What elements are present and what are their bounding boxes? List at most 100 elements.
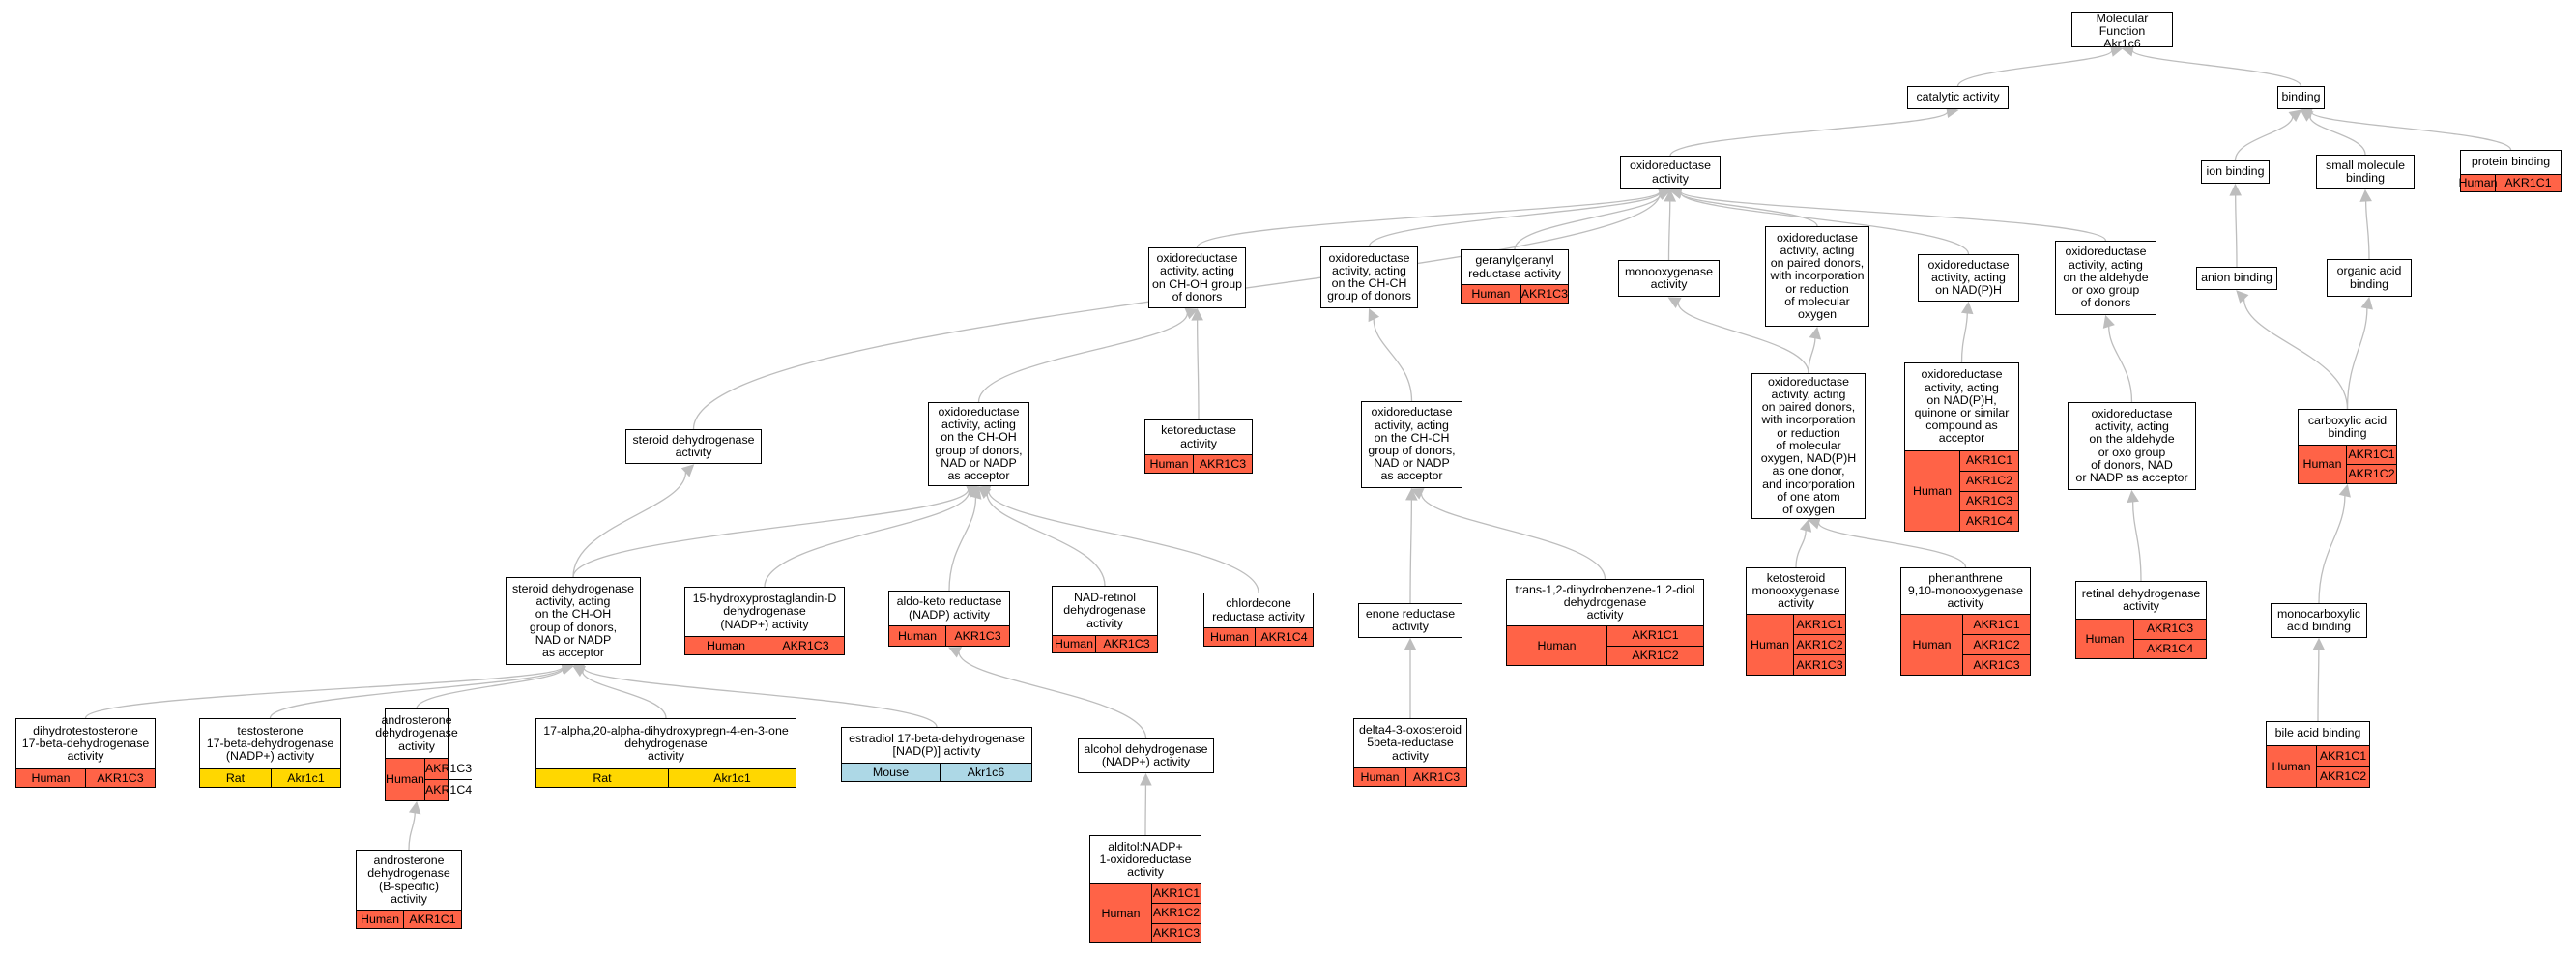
go-term-chch-nad[interactable]: oxidoreductase activity, acting on the C… <box>1361 401 1462 488</box>
go-term-ion-binding[interactable]: ion binding <box>2201 160 2270 184</box>
is-a-edge <box>2346 307 2368 410</box>
go-term-nadph[interactable]: oxidoreductase activity, acting on NAD(P… <box>1918 254 2019 302</box>
gene-cell: AKR1C3 <box>1963 654 2030 675</box>
gene-cell: AKR1C3 <box>1199 456 1247 471</box>
arrowhead <box>2102 314 2115 329</box>
go-term-trans-diol[interactable]: trans-1,2-dihydrobenzene-1,2-diol dehydr… <box>1506 579 1704 666</box>
is-a-edge <box>1956 49 2113 87</box>
go-term-hpgd[interactable]: 15-hydroxyprostaglandin-D dehydrogenase … <box>684 587 845 655</box>
term-label: chlordecone reductase activity <box>1212 596 1305 623</box>
gene-cell: AKR1C3 <box>424 762 473 775</box>
go-term-paired[interactable]: oxidoreductase activity, acting on paire… <box>1765 226 1869 327</box>
is-a-edge <box>1680 191 1970 255</box>
go-term-small-mol[interactable]: small molecule binding <box>2316 155 2415 189</box>
species-cell: Human <box>1905 451 1960 531</box>
term-label: small molecule binding <box>2326 158 2405 185</box>
species-cell: Human <box>1747 615 1794 675</box>
is-a-edge <box>1196 190 1661 248</box>
gene-cell: AKR1C3 <box>1103 637 1150 650</box>
species-cell: Human <box>16 769 86 787</box>
is-a-edge <box>572 472 687 578</box>
go-term-delta4[interactable]: delta4-3-oxosteroid 5beta-reductase acti… <box>1353 718 1467 787</box>
go-term-catalytic[interactable]: catalytic activity <box>1907 86 2009 109</box>
gene-cell: AKR1C4 <box>424 779 473 800</box>
go-term-root[interactable]: Molecular Function Akr1c6 <box>2071 12 2173 50</box>
is-a-edge <box>1795 530 1807 568</box>
term-label: testosterone 17-beta-dehydrogenase (NADP… <box>206 723 334 764</box>
go-term-choh[interactable]: oxidoreductase activity, acting on CH-OH… <box>1148 247 1246 308</box>
go-term-estradiol[interactable]: estradiol 17-beta-dehydrogenase [NAD(P)]… <box>841 727 1032 782</box>
go-term-choh-nad[interactable]: oxidoreductase activity, acting on the C… <box>928 402 1029 486</box>
go-term-enone[interactable]: enone reductase activity <box>1358 603 1462 638</box>
is-a-edge <box>1677 303 1809 374</box>
is-a-edge <box>2235 194 2238 268</box>
term-label: oxidoreductase activity, acting on paire… <box>1760 374 1857 516</box>
go-term-testosterone[interactable]: testosterone 17-beta-dehydrogenase (NADP… <box>199 718 341 788</box>
is-a-edge <box>1514 193 1662 250</box>
gene-cell: AKR1C1 <box>2319 748 2367 763</box>
gene-cell: AKR1C3 <box>1520 286 1568 301</box>
arrowhead <box>2359 188 2372 202</box>
go-term-paired-nadph[interactable]: oxidoreductase activity, acting on paire… <box>1751 373 1866 519</box>
term-label: oxidoreductase activity, acting on the C… <box>1368 405 1456 483</box>
is-a-edge <box>1669 111 1949 157</box>
go-term-quinone[interactable]: oxidoreductase activity, acting on NAD(P… <box>1904 362 2019 532</box>
go-term-aldehyde[interactable]: oxidoreductase activity, acting on the a… <box>2055 241 2156 315</box>
gene-cell: AKR1C1 <box>409 911 456 926</box>
go-term-phenanthrene[interactable]: phenanthrene 9,10-monooxygenase activity… <box>1900 567 2031 676</box>
is-a-edge <box>2131 501 2142 582</box>
is-a-edge <box>1409 499 1413 604</box>
go-term-binding[interactable]: binding <box>2277 86 2325 109</box>
species-cell: Rat <box>536 769 669 787</box>
species-cell: Human <box>386 759 425 800</box>
go-term-oxido[interactable]: oxidoreductase activity <box>1620 156 1721 189</box>
go-term-steroid-dh[interactable]: steroid dehydrogenase activity <box>625 429 762 464</box>
go-term-alcohol-dh[interactable]: alcohol dehydrogenase (NADP+) activity <box>1078 738 1214 773</box>
arrowhead <box>680 464 695 477</box>
is-a-edge <box>764 491 970 588</box>
go-term-steroid-choh[interactable]: steroid dehydrogenase activity, acting o… <box>506 577 641 665</box>
is-a-edge <box>958 651 1147 739</box>
gene-cell: AKR1C1 <box>2504 176 2552 189</box>
gene-cell: AKR1C3 <box>954 628 1001 643</box>
is-a-edge <box>1196 319 1200 420</box>
arrowhead <box>1960 301 1974 315</box>
go-term-chch[interactable]: oxidoreductase activity, acting on the C… <box>1320 246 1418 308</box>
go-term-anion[interactable]: anion binding <box>2196 267 2277 290</box>
term-label: catalytic activity <box>1916 90 2000 104</box>
go-term-organic-acid[interactable]: organic acid binding <box>2327 259 2412 297</box>
arrowhead <box>2288 109 2302 122</box>
term-label: androsterone dehydrogenase (B-specific) … <box>367 853 450 906</box>
gene-cell: AKR1C3 <box>97 770 144 785</box>
go-term-andro-b[interactable]: androsterone dehydrogenase (B-specific) … <box>356 850 462 929</box>
arrowhead <box>1368 307 1380 323</box>
term-label: protein binding <box>2471 155 2551 169</box>
go-term-dht[interactable]: dihydrotestosterone 17-beta-dehydrogenas… <box>15 718 156 788</box>
go-term-dihydroxypreg[interactable]: 17-alpha,20-alpha-dihydroxypregn-4-en-3-… <box>535 718 796 788</box>
go-term-aldehyde-nad[interactable]: oxidoreductase activity, acting on the a… <box>2068 402 2196 490</box>
go-term-monocarbox[interactable]: monocarboxylic acid binding <box>2271 603 2367 638</box>
go-term-monooxy[interactable]: monooxygenase activity <box>1618 260 1720 297</box>
term-label: dihydrotestosterone 17-beta-dehydrogenas… <box>21 723 150 764</box>
